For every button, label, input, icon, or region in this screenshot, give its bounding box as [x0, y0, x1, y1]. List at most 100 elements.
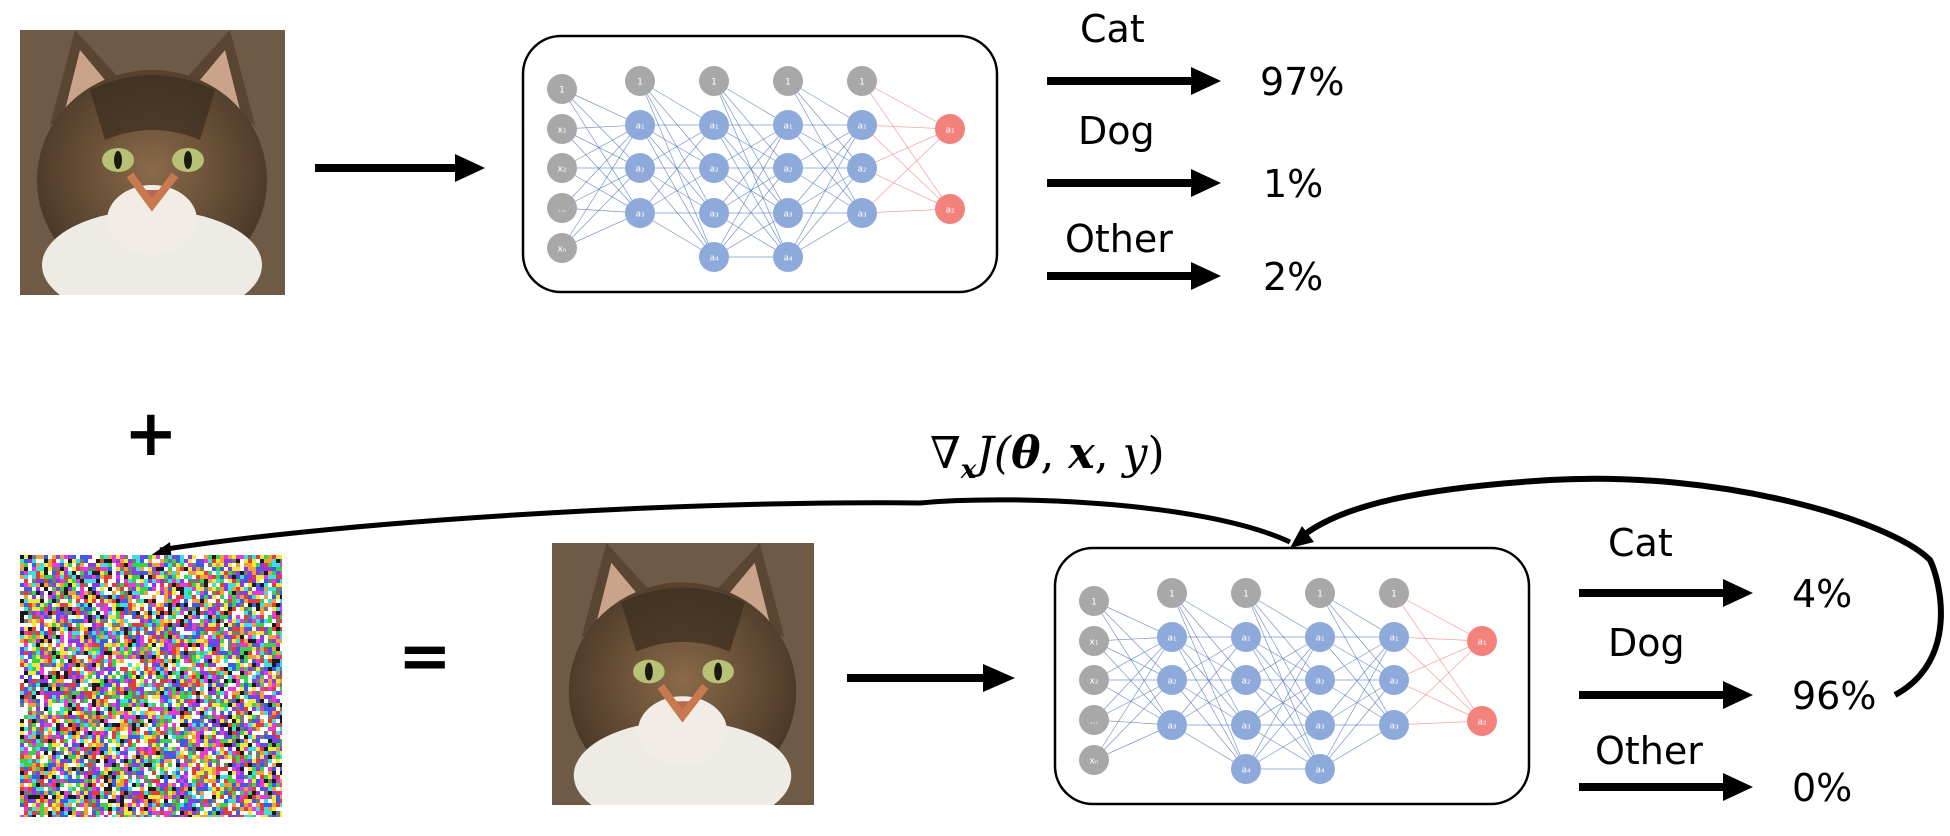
bottom-value-dog: 96% [1792, 674, 1877, 718]
y-symbol: y [1122, 428, 1148, 479]
network-edge [1393, 636, 1483, 722]
network-node-label: a₃ [1241, 722, 1251, 732]
network-edge [639, 80, 715, 169]
network-node [699, 198, 729, 228]
network-node-label: a₂ [1477, 718, 1487, 728]
network-edge [1171, 592, 1247, 681]
network-node [1157, 665, 1187, 695]
network-edge [861, 124, 951, 210]
network-edge [713, 124, 789, 258]
network-node-label: a₁ [945, 126, 955, 136]
network-node [1231, 710, 1261, 740]
network-node-label: a₂ [1241, 677, 1251, 687]
network-node [1079, 626, 1109, 656]
network-edge [561, 88, 641, 169]
network-node-label: a₂ [635, 165, 645, 175]
gradient-formula: ∇xJ(θ, x, y) [930, 428, 1165, 485]
network-node-label: 1 [859, 78, 865, 88]
network-edge [1245, 679, 1321, 770]
network-node-label: a₁ [857, 122, 867, 132]
network-node [935, 194, 965, 224]
network-node [773, 242, 803, 272]
network-edge [1393, 592, 1483, 642]
network-frame [1053, 546, 1531, 806]
network-edge [1319, 679, 1395, 770]
network-node-label: a₁ [1241, 634, 1251, 644]
network-node-label: 1 [1091, 598, 1097, 608]
network-node [1305, 710, 1335, 740]
network-node [773, 110, 803, 140]
network-node [625, 198, 655, 228]
network-node-label: a₃ [709, 210, 719, 220]
network-node-label: a₃ [1315, 722, 1325, 732]
network-node-label: a₁ [1315, 634, 1325, 644]
bottom-value-other: 0% [1792, 766, 1853, 810]
network-node-label: a₁ [783, 122, 793, 132]
network-edge [1093, 636, 1173, 721]
network-node-label: a₃ [857, 210, 867, 220]
network-node [847, 153, 877, 183]
network-frame [521, 34, 999, 294]
network-node [625, 153, 655, 183]
arrow-output-cat-top [1047, 67, 1221, 95]
network-edge [639, 167, 715, 258]
network-edge [787, 80, 863, 169]
neural-network-top: 1x₁x₂...xₙ1a₁a₂a₃1a₁a₂a₃a₄1a₁a₂a₃a₄1a₁a₂… [521, 34, 999, 294]
network-node [1079, 586, 1109, 616]
network-node [1079, 665, 1109, 695]
network-node [547, 153, 577, 183]
neural-network-bottom: 1x₁x₂...xₙ1a₁a₂a₃1a₁a₂a₃a₄1a₁a₂a₃a₄1a₁a₂… [1053, 546, 1531, 806]
network-node-label: a₃ [783, 210, 793, 220]
network-edge [561, 167, 641, 249]
loss-function: J( [976, 428, 1012, 479]
network-node-label: a₂ [945, 206, 955, 216]
network-edge [1093, 679, 1173, 761]
top-value-other: 2% [1263, 255, 1324, 299]
network-node-label: 1 [559, 86, 565, 96]
network-node [1305, 754, 1335, 784]
network-edge [639, 80, 715, 214]
network-edge [1319, 592, 1395, 726]
network-edge [861, 128, 951, 214]
network-edge [1093, 600, 1173, 726]
network-edge [787, 80, 863, 214]
network-edge [861, 80, 951, 210]
network-node [773, 198, 803, 228]
network-node-label: 1 [1391, 590, 1397, 600]
network-node-label: x₂ [558, 165, 567, 175]
noise-pixels [20, 555, 282, 817]
network-node [699, 110, 729, 140]
network-edge [561, 124, 641, 209]
network-node-label: 1 [711, 78, 717, 88]
network-node [935, 114, 965, 144]
network-node [1231, 578, 1261, 608]
network-edge [1393, 592, 1483, 722]
network-node [1231, 665, 1261, 695]
network-edge [1393, 640, 1483, 726]
network-node [1231, 622, 1261, 652]
network-edge [1093, 600, 1173, 681]
network-edge [713, 124, 789, 214]
network-node [1467, 626, 1497, 656]
arrow-output-other-bottom [1579, 773, 1753, 801]
network-node [625, 66, 655, 96]
network-node-label: a₄ [1315, 766, 1325, 776]
network-node [547, 114, 577, 144]
network-edge [639, 124, 715, 214]
cat-image-original [20, 30, 285, 295]
network-node [847, 198, 877, 228]
network-node-label: ... [1090, 717, 1099, 727]
network-node [1379, 578, 1409, 608]
network-edge [1319, 592, 1395, 681]
arrow-into-network-top [315, 154, 485, 182]
network-edge [1093, 636, 1173, 761]
arrow-output-other-top [1047, 262, 1221, 290]
network-node [547, 193, 577, 223]
network-node-label: a₃ [635, 210, 645, 220]
network-node [1305, 665, 1335, 695]
network-node-label: 1 [1243, 590, 1249, 600]
network-node-label: 1 [637, 78, 643, 88]
network-edge [1171, 679, 1247, 770]
network-node-label: 1 [1169, 590, 1175, 600]
network-edge [1319, 636, 1395, 726]
